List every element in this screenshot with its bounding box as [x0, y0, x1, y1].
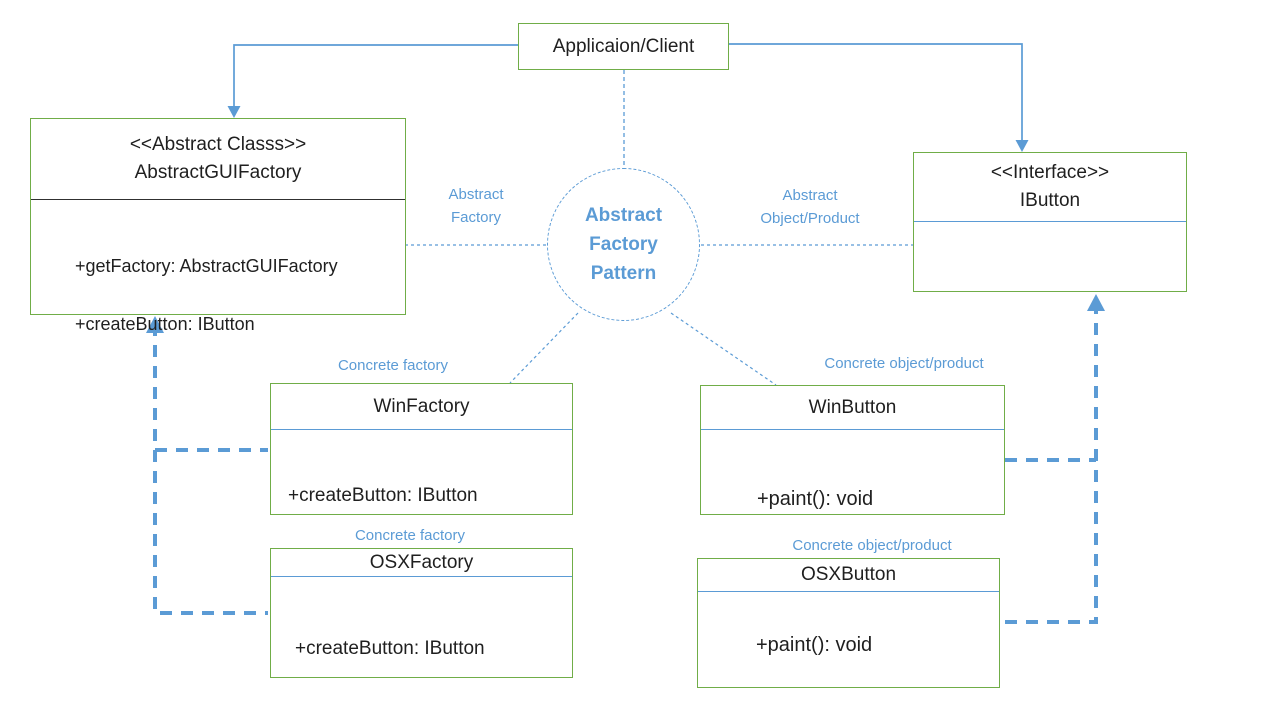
class-members: +paint(): void [701, 430, 1004, 543]
member-paint: +paint(): void [756, 634, 873, 656]
class-header: <<Abstract Classs>> AbstractGUIFactory [31, 119, 405, 200]
label-concrete-factory-osx: Concrete factory [354, 527, 466, 544]
pattern-circle: Abstract Factory Pattern [547, 168, 700, 321]
node-ibutton-interface: <<Interface>> IButton [913, 152, 1187, 292]
node-title: Applicaion/Client [552, 35, 695, 57]
class-members: +paint(): void [698, 592, 999, 689]
member-getfactory: +getFactory: AbstractGUIFactory [75, 256, 338, 276]
class-members: +createButton: IButton [271, 577, 572, 692]
member-createbutton: +createButton: IButton [75, 314, 255, 334]
class-header: WinFactory [271, 384, 572, 430]
node-osx-factory: OSXFactory +createButton: IButton [270, 548, 573, 678]
node-abstract-gui-factory: <<Abstract Classs>> AbstractGUIFactory +… [30, 118, 406, 334]
member-createbutton: +createButton: IButton [295, 638, 485, 659]
class-header: WinButton [701, 386, 1004, 430]
dotted-line-circle-to-winbutton [670, 312, 777, 386]
node-win-button: WinButton +paint(): void [700, 385, 1005, 515]
label-abstract-object-product: Abstract Object/Product [760, 187, 860, 227]
node-win-factory: WinFactory +createButton: IButton [270, 383, 573, 515]
dashed-arrow-buttons-to-ibutton [1002, 294, 1105, 624]
class-header: OSXFactory [271, 549, 572, 577]
arrowhead-up-icon [1087, 294, 1105, 311]
class-header: <<Interface>> IButton [914, 153, 1186, 222]
arrow-client-to-abstractfactory [227, 44, 518, 118]
class-members-empty [914, 222, 1186, 291]
class-header: OSXButton [698, 559, 999, 592]
class-members: +createButton: IButton [271, 430, 572, 539]
label-abstract-factory: Abstract Factory [448, 186, 504, 226]
label-concrete-factory-win: Concrete factory [337, 357, 449, 374]
arrow-client-to-ibutton [728, 43, 1029, 152]
label-concrete-object-product-win: Concrete object/product [824, 355, 984, 372]
class-members: +getFactory: AbstractGUIFactory +createB… [31, 200, 405, 368]
node-application-client: Applicaion/Client [518, 23, 729, 70]
dotted-line-circle-to-winfactory [509, 312, 579, 384]
label-concrete-object-product-osx: Concrete object/product [792, 537, 952, 554]
member-paint: +paint(): void [757, 488, 874, 510]
node-osx-button: OSXButton +paint(): void [697, 558, 1000, 688]
arrowhead-up-icon [146, 316, 164, 333]
arrowhead-down-icon [227, 106, 241, 118]
member-createbutton: +createButton: IButton [288, 485, 478, 506]
arrowhead-down-icon [1015, 140, 1029, 152]
dashed-arrow-factories-to-abstractfactory [146, 316, 268, 615]
